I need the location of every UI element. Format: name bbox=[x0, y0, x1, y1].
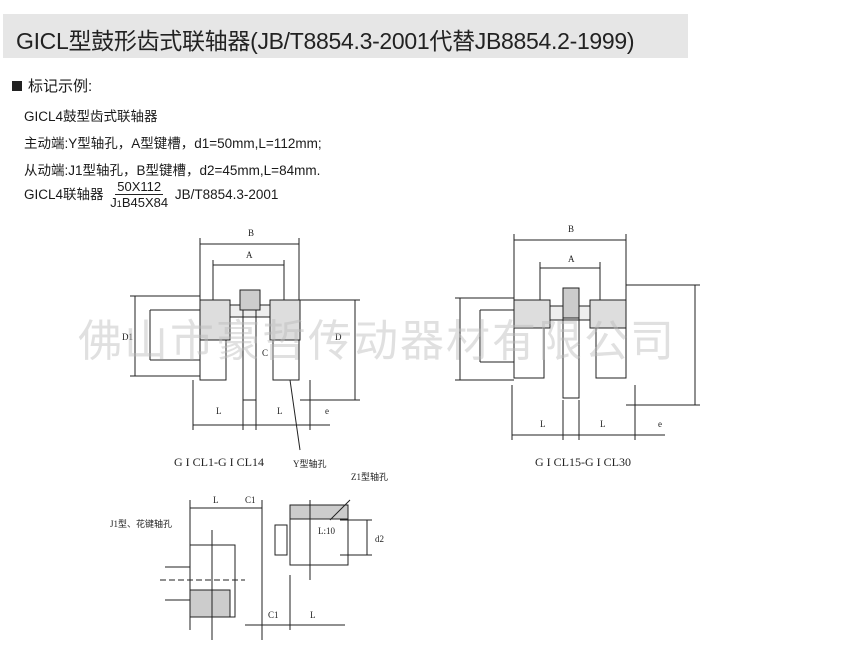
figure-gicl15-30 bbox=[455, 234, 700, 440]
figure-j1-z1-bores bbox=[160, 499, 372, 640]
dim-l: L bbox=[310, 610, 316, 620]
dim-l: L bbox=[213, 495, 219, 505]
fig2-caption: G I CL15-G I CL30 bbox=[535, 455, 631, 469]
example-line-2: 主动端:Y型轴孔，A型键槽，d1=50mm,L=112mm; bbox=[24, 136, 322, 151]
dim-l: L bbox=[600, 419, 606, 429]
watermark: 佛山市豪哲传动器材有限公司 bbox=[78, 317, 676, 366]
dim-l: L bbox=[216, 406, 222, 416]
dim-d1: D1 bbox=[122, 332, 133, 342]
dim-b: B bbox=[248, 228, 254, 238]
fig1-caption: G I CL1-G I CL14 bbox=[174, 455, 264, 469]
dim-l: L bbox=[540, 419, 546, 429]
example-line-1: GICL4鼓型齿式联轴器 bbox=[24, 109, 158, 124]
marking-fraction: 50X112 J1B45X84 bbox=[110, 179, 168, 212]
marking-line: GICL4联轴器 50X112 J1B45X84 JB/T8854.3-2001 bbox=[24, 179, 278, 212]
figure-gicl1-14 bbox=[130, 238, 360, 451]
title-bar: GICL型鼓形齿式联轴器(JB/T8854.3-2001代替JB8854.2-1… bbox=[3, 14, 688, 58]
fig1-note: Y型轴孔 bbox=[293, 458, 327, 469]
fig3-note-j: J1型、花键轴孔 bbox=[110, 518, 172, 529]
dim-taper: L:10 bbox=[318, 526, 335, 536]
dim-e: e bbox=[325, 406, 329, 416]
dim-l: L bbox=[277, 406, 283, 416]
dim-c1: C1 bbox=[268, 610, 279, 620]
fig3-note-z: Z1型轴孔 bbox=[351, 471, 388, 482]
dim-d2: d2 bbox=[375, 534, 384, 544]
dim-e: e bbox=[658, 419, 662, 429]
example-line-3: 从动端:J1型轴孔，B型键槽，d2=45mm,L=84mm. bbox=[24, 163, 321, 178]
dim-a: A bbox=[246, 250, 253, 260]
dim-d: D bbox=[335, 332, 342, 342]
marking-prefix: GICL4联轴器 bbox=[24, 187, 104, 203]
fraction-denominator: J1B45X84 bbox=[110, 195, 169, 210]
section-heading: 标记示例: bbox=[12, 75, 92, 96]
marking-suffix: JB/T8854.3-2001 bbox=[174, 187, 279, 203]
square-bullet-icon bbox=[12, 80, 22, 91]
dim-a: A bbox=[568, 254, 575, 264]
page-title: GICL型鼓形齿式联轴器(JB/T8854.3-2001代替JB8854.2-1… bbox=[16, 28, 635, 54]
dim-c: C bbox=[262, 348, 268, 358]
dim-b: B bbox=[568, 224, 574, 234]
dim-c1: C1 bbox=[245, 495, 256, 505]
section-heading-text: 标记示例: bbox=[28, 78, 93, 95]
fraction-numerator: 50X112 bbox=[115, 179, 164, 195]
